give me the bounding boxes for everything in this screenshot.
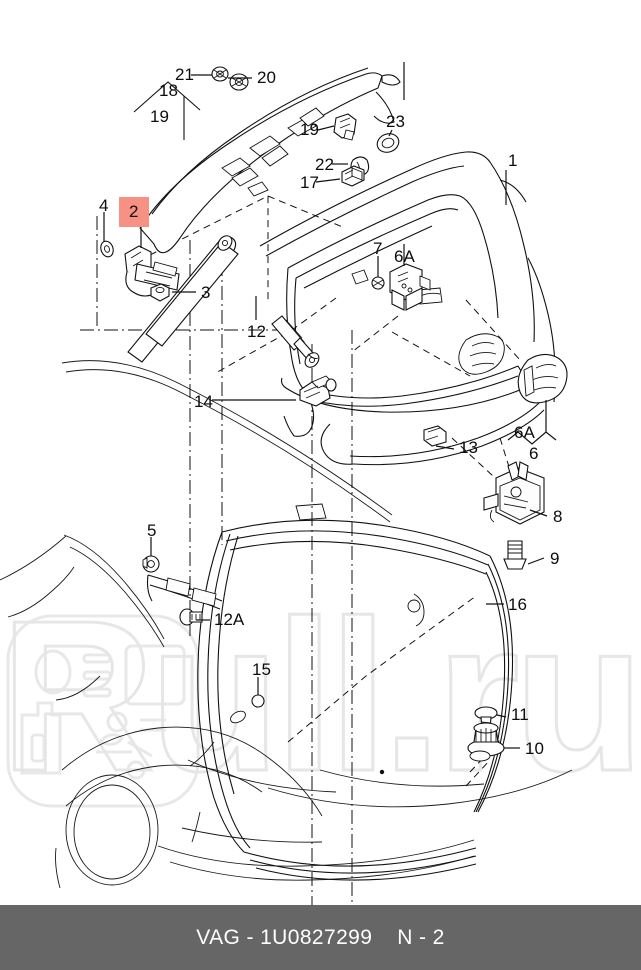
callout-6a-upper[interactable]: 6A [394,247,415,266]
callout-18[interactable]: 18 [159,81,178,100]
part-2-hinge [124,245,180,297]
part-9-bolt [503,540,527,570]
footer-part-label: VAG - 1U0827299 N - 2 [196,925,445,949]
callout-17[interactable]: 17 [300,173,319,192]
callout-highlight-box [119,197,149,227]
part-7-screw [371,276,385,290]
part-12a-bolt [179,608,203,626]
callout-9[interactable]: 9 [550,549,560,568]
fastener-20 [229,73,249,91]
callout-6[interactable]: 6 [529,444,539,463]
callout-22[interactable]: 22 [315,155,334,174]
watermark-text: Rull.ru [0,574,641,818]
callout-23[interactable]: 23 [386,112,405,131]
diagram-canvas: Rull.ru [0,62,641,905]
callout-13[interactable]: 13 [459,438,478,457]
callout-1[interactable]: 1 [508,151,518,170]
part-12-gas-strut [127,235,320,368]
callout-6a-lower[interactable]: 6A [514,423,535,442]
bracket-18-19 [133,81,201,140]
callout-4[interactable]: 4 [99,196,109,215]
callout-20[interactable]: 20 [257,68,276,87]
callout-12a[interactable]: 12A [214,610,245,629]
part-17-clip [341,165,365,187]
footer-bar: VAG - 1U0827299 N - 2 [0,905,641,970]
car-body-outline [0,360,573,889]
part-6a-hinge-upper [389,263,431,311]
part-10-grommet [467,722,505,762]
callout-3[interactable]: 3 [201,283,211,302]
callout-7[interactable]: 7 [373,239,383,258]
part-3-nut [150,283,170,302]
part-5-nut [142,555,160,573]
part-15-plug [230,694,265,724]
callout-5[interactable]: 5 [147,521,157,540]
callout-19[interactable]: 19 [150,107,169,126]
svg-text:Rull.ru: Rull.ru [0,575,639,816]
hinge-plate-left [146,574,223,610]
callout-21[interactable]: 21 [175,65,194,84]
part-19-clip [333,113,357,141]
callout-19-tailgate[interactable]: 19 [300,120,319,139]
part-6-lock [517,353,568,404]
callout-11[interactable]: 11 [511,705,529,724]
callout-10[interactable]: 10 [525,739,544,758]
callout-12[interactable]: 12 [247,322,266,341]
part-13-bump-stop [423,425,447,447]
rear-spoiler-part-18 [139,67,401,254]
fastener-21 [211,66,229,82]
callout-8[interactable]: 8 [553,507,563,526]
callout-14[interactable]: 14 [194,392,213,411]
callout-16[interactable]: 16 [508,595,527,614]
part-14-ball-stud [299,375,337,407]
part-8-lock-assembly [483,461,545,525]
callout-15[interactable]: 15 [252,660,271,679]
tailgate-seal-frame [197,503,514,881]
part-23-grommet [376,133,400,153]
part-4-washer [100,240,114,258]
callout-2[interactable]: 2 [129,202,139,221]
